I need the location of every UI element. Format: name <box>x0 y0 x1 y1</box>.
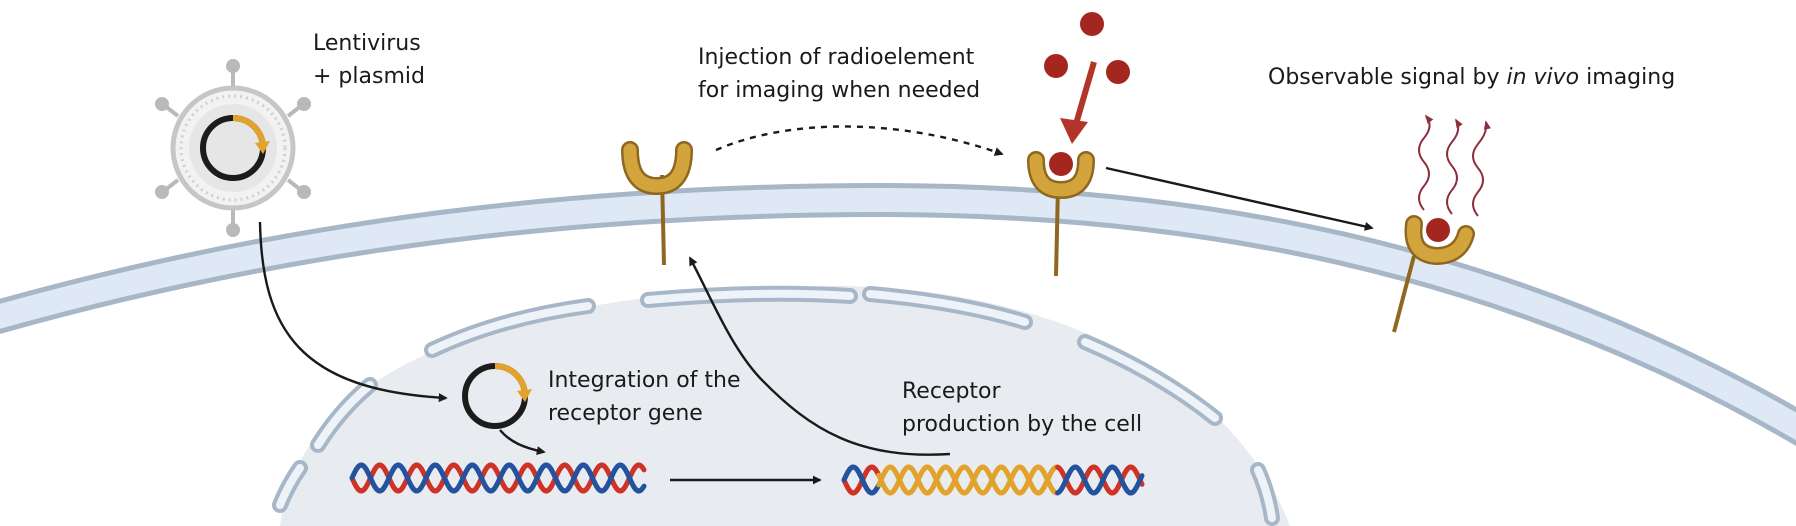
receptor-production-arrow <box>688 256 951 456</box>
production-label: Receptor production by the cell <box>902 379 1143 437</box>
injection-arrow <box>715 125 1004 156</box>
receptor-bound <box>1027 151 1095 277</box>
cell-membrane <box>0 182 1796 447</box>
receptor-signal <box>1392 215 1475 333</box>
radioelement-arrow <box>1060 61 1097 144</box>
dna-double-helix-original <box>349 462 647 494</box>
nuclear-envelope <box>272 285 1280 526</box>
lentivirus-particle <box>155 59 311 237</box>
injection-label: Injection of radioelement for imaging wh… <box>698 45 981 103</box>
signal-label: Observable signal by in vivo imaging <box>1268 65 1676 90</box>
dna-double-helix-modified <box>841 464 1145 496</box>
signal-radioelement <box>1426 218 1450 242</box>
radioelement-particles <box>1044 12 1130 84</box>
integration-label: Integration of the receptor gene <box>548 368 741 426</box>
to-imaging-arrow <box>1105 166 1374 231</box>
receptor-empty <box>621 141 693 266</box>
bound-radioelement <box>1049 152 1073 176</box>
emission-signals <box>1418 114 1491 217</box>
integrated-plasmid <box>462 363 532 429</box>
virus-to-nucleus-arrow <box>258 221 448 403</box>
lentivirus-label: Lentivirus + plasmid <box>313 31 425 89</box>
plasmid-to-dna-arrow <box>499 429 546 455</box>
